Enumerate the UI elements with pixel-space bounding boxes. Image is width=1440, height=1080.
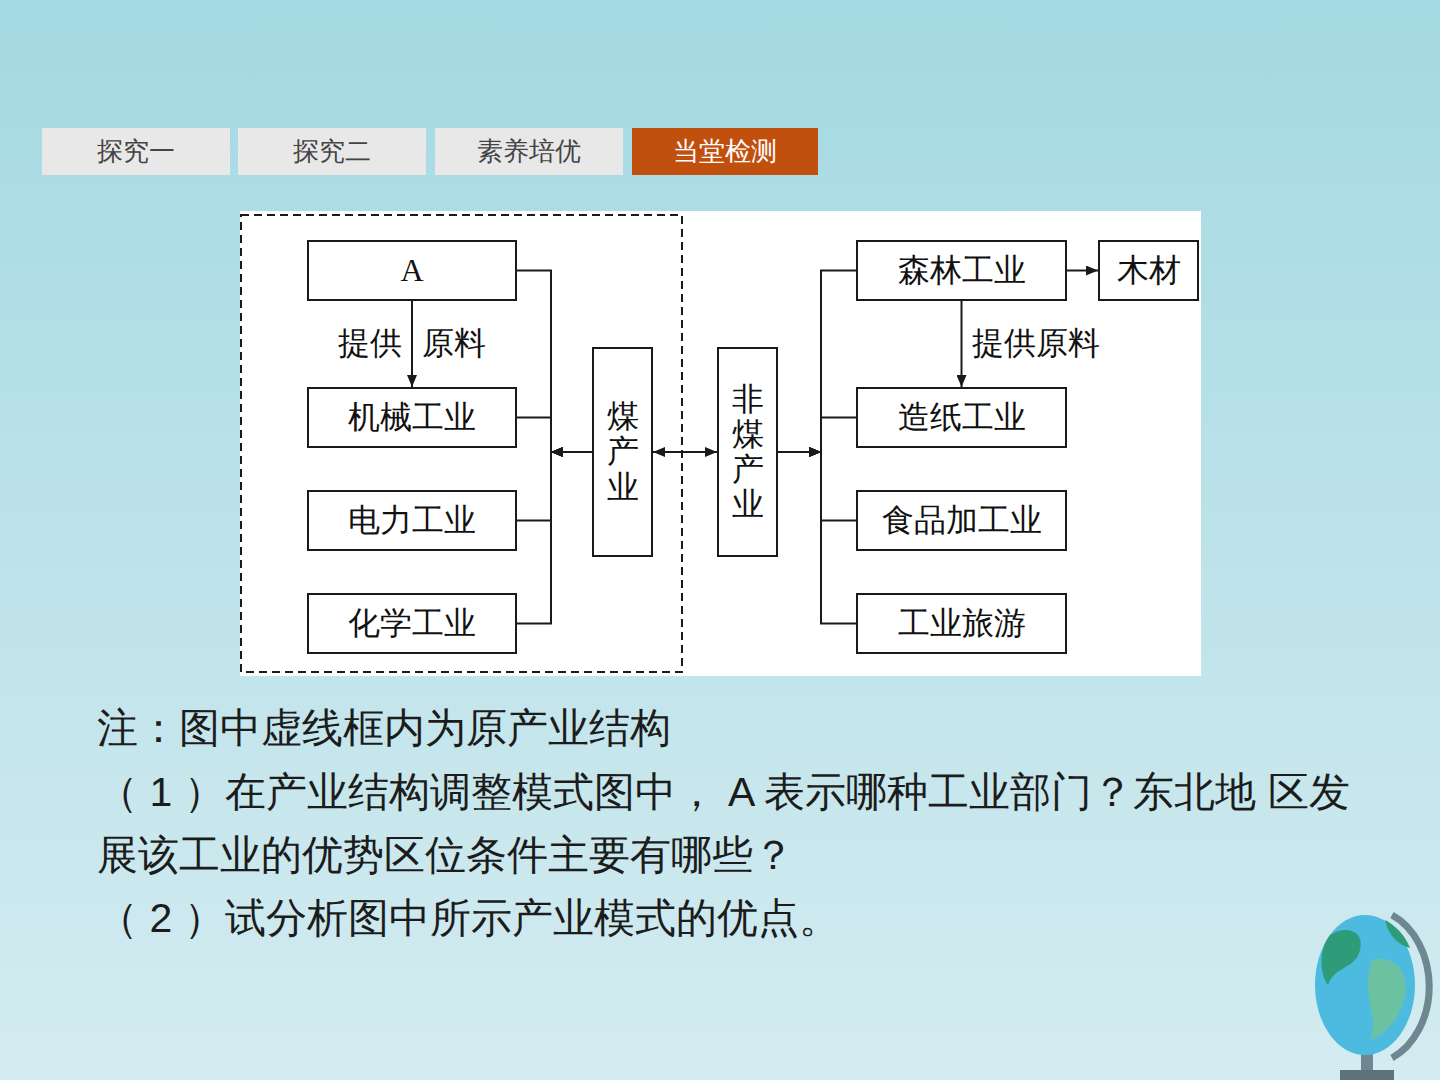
connector — [778, 447, 856, 521]
connector — [517, 447, 592, 624]
node-text: 森林工业 — [898, 249, 1026, 293]
dashed-frame — [241, 215, 682, 672]
connector-line — [778, 271, 856, 453]
arrowhead — [809, 447, 821, 457]
node-text: 食品加工业 — [882, 499, 1042, 543]
node-text: 化学工业 — [348, 602, 476, 646]
connector-line — [778, 418, 856, 453]
arrowhead — [551, 447, 563, 457]
industry-box: 造纸工业 — [856, 387, 1067, 448]
connector — [778, 271, 856, 458]
connector — [961, 301, 962, 387]
node-text: 木材 — [1117, 249, 1181, 293]
arrowhead — [809, 447, 821, 457]
connector — [517, 271, 592, 458]
industry-box: 机械工业 — [307, 387, 517, 448]
edge-label: 提供 — [336, 322, 404, 366]
question-text: （ 1 ）在产业结构调整模式图中， A 表示哪种工业部门？东北地 区发展该工业的… — [97, 761, 1359, 887]
industry-box: A — [307, 240, 517, 301]
arrowhead — [551, 447, 563, 457]
connector-line — [1067, 270, 1098, 272]
nav-tab: 素养培优 — [435, 128, 623, 175]
connector-line — [517, 271, 592, 453]
coal-industry-box: 煤产业 — [592, 347, 653, 557]
connector — [778, 447, 856, 624]
question-text: （ 2 ）试分析图中所示产业模式的优点。 — [97, 887, 1397, 950]
connector-line — [411, 301, 413, 387]
industry-box: 电力工业 — [307, 490, 517, 551]
connector — [412, 301, 413, 387]
product-box: 木材 — [1098, 240, 1199, 301]
industry-box: 食品加工业 — [856, 490, 1067, 551]
node-text: 探究二 — [293, 134, 371, 169]
arrowhead — [551, 447, 563, 457]
note-text: 注：图中虚线框内为原产业结构 — [97, 697, 1397, 760]
nav-tab: 探究一 — [42, 128, 230, 175]
non-coal-industry-box: 非煤产业 — [717, 347, 778, 557]
arrowhead — [809, 447, 821, 457]
arrowhead — [809, 447, 821, 457]
node-text: 机械工业 — [348, 396, 476, 440]
connector-line — [653, 451, 717, 453]
arrowhead — [551, 447, 563, 457]
connector — [1067, 270, 1098, 271]
node-text: 探究一 — [97, 134, 175, 169]
connector — [653, 452, 717, 453]
connector-line — [778, 452, 856, 521]
diagram-panel — [240, 211, 1201, 676]
node-text: 素养培优 — [477, 134, 581, 169]
node-text: 电力工业 — [348, 499, 476, 543]
edge-side-text: 原料 — [420, 322, 488, 366]
connector-line — [778, 452, 856, 624]
connector-line — [961, 301, 963, 387]
node-text: 当堂检测 — [673, 134, 777, 169]
connector-line — [517, 452, 592, 624]
edge-label: 提供原料 — [970, 322, 1102, 366]
node-text: 非煤产业 — [732, 382, 764, 523]
node-text: 工业旅游 — [898, 602, 1026, 646]
node-text: 造纸工业 — [898, 396, 1026, 440]
globe-icon — [1315, 915, 1429, 1080]
node-text: 煤产业 — [607, 399, 639, 505]
industry-box: 工业旅游 — [856, 593, 1067, 654]
industry-box: 化学工业 — [307, 593, 517, 654]
industry-box: 森林工业 — [856, 240, 1067, 301]
node-text: A — [400, 252, 423, 289]
connector-line — [517, 452, 592, 521]
nav-tab-active: 当堂检测 — [632, 128, 818, 175]
nav-tab: 探究二 — [238, 128, 426, 175]
connector-line — [517, 418, 592, 453]
connector — [517, 447, 592, 521]
